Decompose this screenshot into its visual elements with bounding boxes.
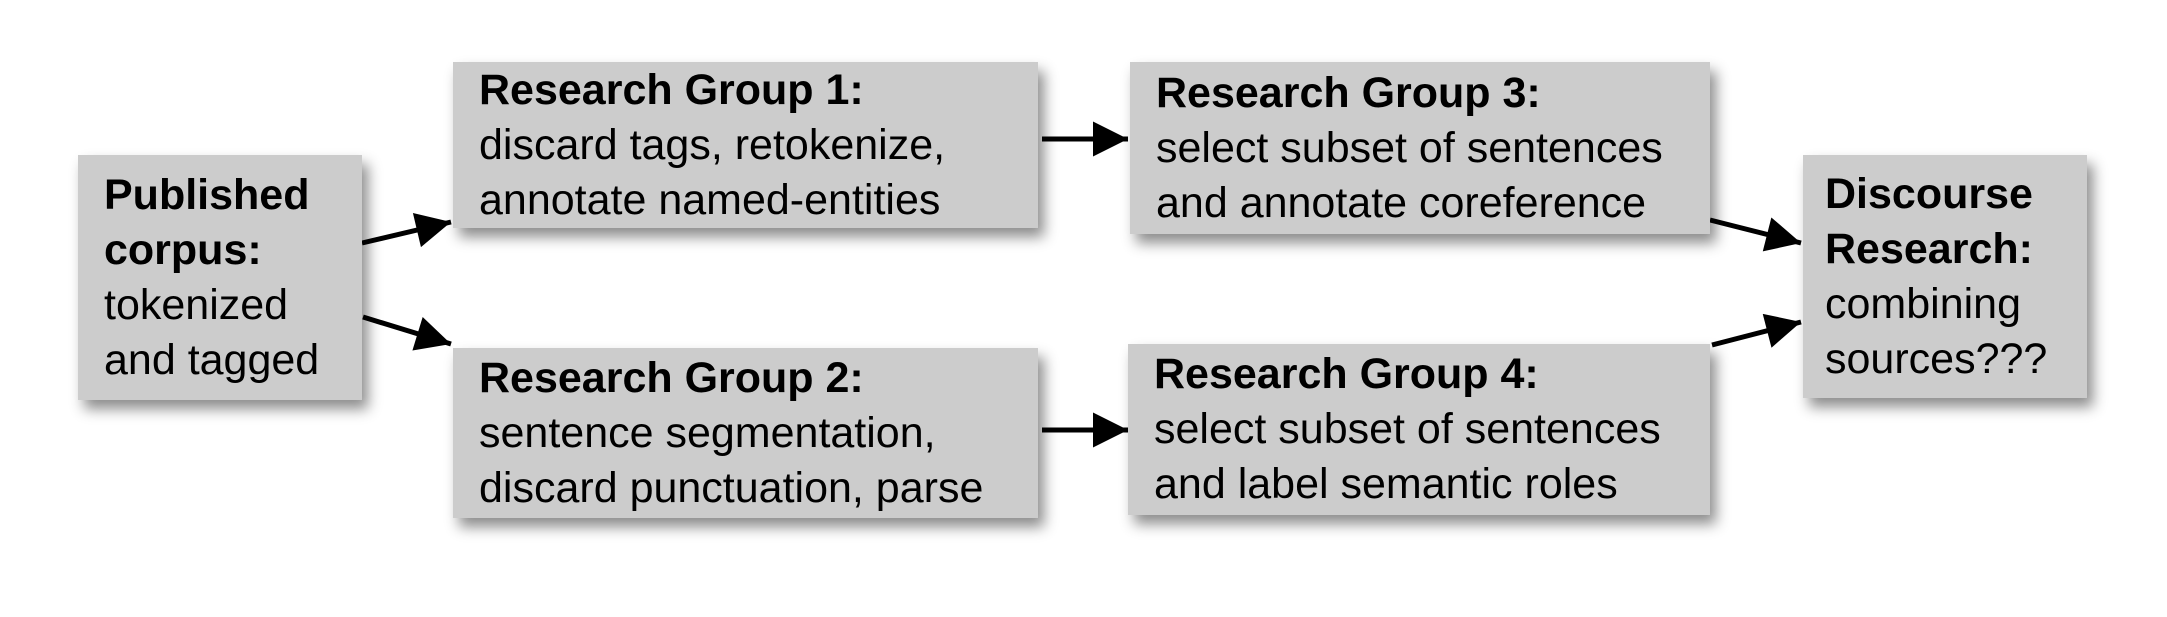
arrow-group4-to-discourse (1711, 313, 1802, 348)
node-published-corpus-title: Published corpus: (104, 170, 310, 274)
node-research-group-2-body: sentence segmentation, discard punctuati… (479, 408, 984, 512)
node-published-corpus: Published corpus: tokenized and tagged (78, 155, 362, 400)
node-research-group-2: Research Group 2: sentence segmentation,… (453, 348, 1038, 518)
arrow-group3-to-discourse (1709, 217, 1802, 252)
node-research-group-4-body: select subset of sentences and label sem… (1154, 405, 1661, 508)
node-research-group-3: Research Group 3: select subset of sente… (1130, 62, 1710, 234)
node-discourse-research-body: combining sources??? (1825, 279, 2048, 383)
node-research-group-1: Research Group 1: discard tags, retokeni… (453, 62, 1038, 228)
node-research-group-1-body: discard tags, retokenize, annotate named… (479, 120, 946, 224)
node-research-group-1-title: Research Group 1: (479, 65, 864, 114)
arrow-published-to-group2 (362, 314, 452, 351)
node-published-corpus-body: tokenized and tagged (104, 280, 320, 384)
node-research-group-3-title: Research Group 3: (1156, 68, 1541, 117)
node-research-group-4: Research Group 4: select subset of sente… (1128, 344, 1710, 515)
node-discourse-research-title: Discourse Research: (1825, 169, 2033, 273)
arrow-published-to-group1 (361, 213, 452, 248)
node-research-group-2-title: Research Group 2: (479, 353, 864, 402)
node-research-group-3-body: select subset of sentences and annotate … (1156, 123, 1663, 227)
node-research-group-4-title: Research Group 4: (1154, 350, 1539, 398)
node-discourse-research: Discourse Research: combining sources??? (1803, 155, 2087, 398)
